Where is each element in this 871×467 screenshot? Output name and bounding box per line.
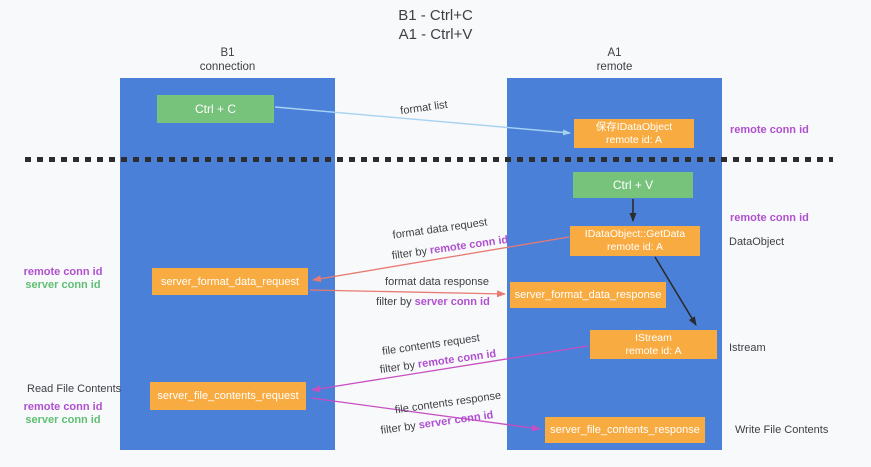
title-line-2: A1 - Ctrl+V xyxy=(398,26,473,43)
node-format-request-label: server_format_data_request xyxy=(160,275,300,288)
format-data-response-label: format data response xyxy=(385,276,489,288)
title-line-1: B1 - Ctrl+C xyxy=(398,7,473,24)
filter-by-text: filter by xyxy=(376,296,412,308)
node-format-response-label: server_format_data_response xyxy=(514,289,662,301)
format-data-response-arrow xyxy=(309,289,506,298)
node-server-file-contents-request: server_file_contents_request xyxy=(150,382,306,410)
node-ctrl-v-label: Ctrl + V xyxy=(612,178,654,192)
left-server-conn-id: server conn id xyxy=(25,279,101,291)
write-file-contents-label: Write File Contents xyxy=(735,424,829,436)
node-ctrl-v: Ctrl + V xyxy=(573,172,693,198)
node-server-format-data-response: server_format_data_response xyxy=(510,282,666,308)
node-save-line2: remote id: A xyxy=(605,133,663,146)
right-remote-conn-id-top: remote conn id xyxy=(730,124,809,136)
node-save-line1: 保存IDataObject xyxy=(595,120,673,133)
right-remote-conn-id-paste: remote conn id xyxy=(730,212,809,224)
column-a1-name: A1 xyxy=(607,47,622,59)
column-header-b1: B1 connection xyxy=(120,46,335,74)
column-header-a1: A1 remote xyxy=(507,46,722,74)
server-conn-id-text: server conn id xyxy=(414,296,490,308)
dashed-divider xyxy=(25,157,833,162)
istream-label: Istream xyxy=(729,342,766,354)
node-file-response-label: server_file_contents_response xyxy=(550,424,700,436)
column-a1-subtitle: remote xyxy=(596,61,633,73)
format-list-label: format list xyxy=(399,98,449,118)
node-idataobject-getdata: IDataObject::GetData remote id: A xyxy=(570,226,700,256)
node-server-file-contents-response: server_file_contents_response xyxy=(545,417,705,443)
filter-by-text: filter by xyxy=(379,359,416,377)
node-getdata-line2: remote id: A xyxy=(606,241,664,253)
left-remote-conn-id: remote conn id xyxy=(23,401,103,413)
filter-by-text: filter by xyxy=(391,245,428,263)
server-conn-id-text: server conn id xyxy=(417,409,495,432)
node-server-format-data-request: server_format_data_request xyxy=(152,268,308,295)
node-istream-line2: remote id: A xyxy=(625,344,682,357)
node-ctrl-c-label: Ctrl + C xyxy=(194,102,236,116)
node-istream-line1: IStream xyxy=(635,331,672,344)
dataobject-label: DataObject xyxy=(729,236,785,248)
remote-conn-id-text: remote conn id xyxy=(429,233,509,257)
column-b1-subtitle: connection xyxy=(199,61,256,73)
diagram-title: B1 - Ctrl+C A1 - Ctrl+V xyxy=(0,6,871,44)
column-b1-name: B1 xyxy=(220,47,235,59)
left-remote-conn-id: remote conn id xyxy=(23,266,103,278)
node-ctrl-c: Ctrl + C xyxy=(157,95,274,123)
node-istream: IStream remote id: A xyxy=(590,330,717,359)
filter-by-text: filter by xyxy=(379,420,417,437)
node-save-idataobject: 保存IDataObject remote id: A xyxy=(574,119,694,148)
read-file-contents-label: Read File Contents xyxy=(27,383,122,395)
node-file-request-label: server_file_contents_request xyxy=(157,390,299,402)
left-server-conn-id: server conn id xyxy=(25,414,101,426)
node-getdata-line1: IDataObject::GetData xyxy=(584,228,686,240)
left-file-conn-ids: remote conn id server conn id xyxy=(18,401,108,427)
left-format-conn-ids: remote conn id server conn id xyxy=(18,266,108,292)
